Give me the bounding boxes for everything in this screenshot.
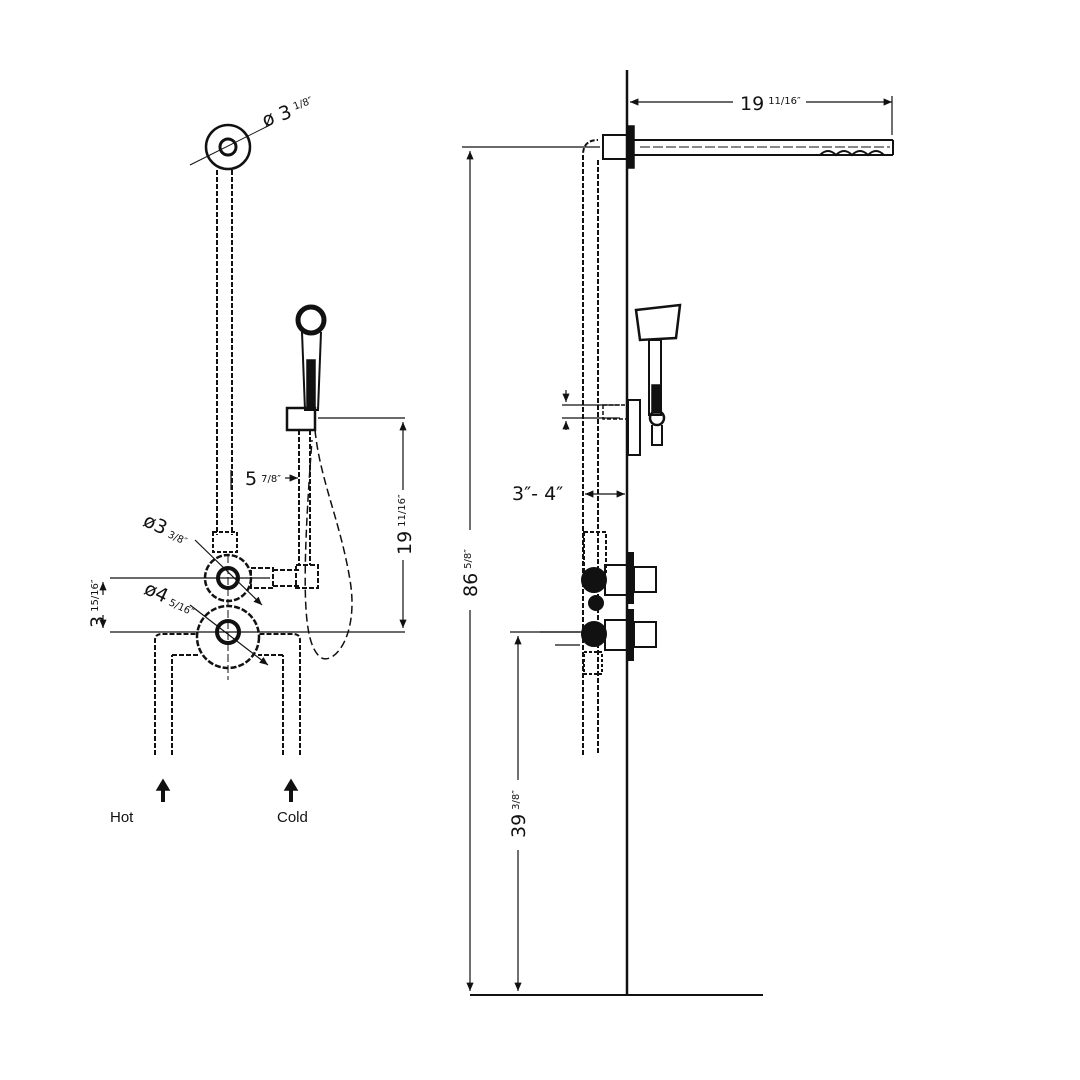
hot-arrow-icon xyxy=(155,778,171,802)
valve-height-label: 393/8″ xyxy=(508,790,530,838)
side-valves xyxy=(581,531,657,675)
shower-arm xyxy=(602,125,894,169)
dimension-lines xyxy=(99,417,407,633)
side-riser xyxy=(582,139,599,755)
handshower xyxy=(285,304,353,660)
cold-label: Cold xyxy=(277,809,308,826)
cold-arrow-icon xyxy=(283,778,299,802)
escutcheon-diameter-label: ø 31/8″ xyxy=(259,93,317,132)
total-height-label: 865/8″ xyxy=(460,549,482,597)
side-dimension-lines xyxy=(462,96,893,991)
lower-valve-diameter-label: ø45/16″ xyxy=(141,578,199,621)
riser-pipe xyxy=(216,170,233,535)
upper-valve-diameter-label: ø33/8″ xyxy=(140,510,193,550)
escutcheon xyxy=(189,123,271,171)
holder-height-label: 1911/16″ xyxy=(394,494,416,555)
wall-depth-label: 3″- 4″ xyxy=(512,483,563,505)
pipe-coupling xyxy=(212,531,238,553)
supply-pipes xyxy=(154,633,301,755)
side-handshower xyxy=(602,303,682,456)
side-view xyxy=(462,70,894,996)
hot-label: Hot xyxy=(110,809,134,826)
front-view xyxy=(99,123,407,802)
valve-spacing-label: 315/16″ xyxy=(87,579,109,628)
